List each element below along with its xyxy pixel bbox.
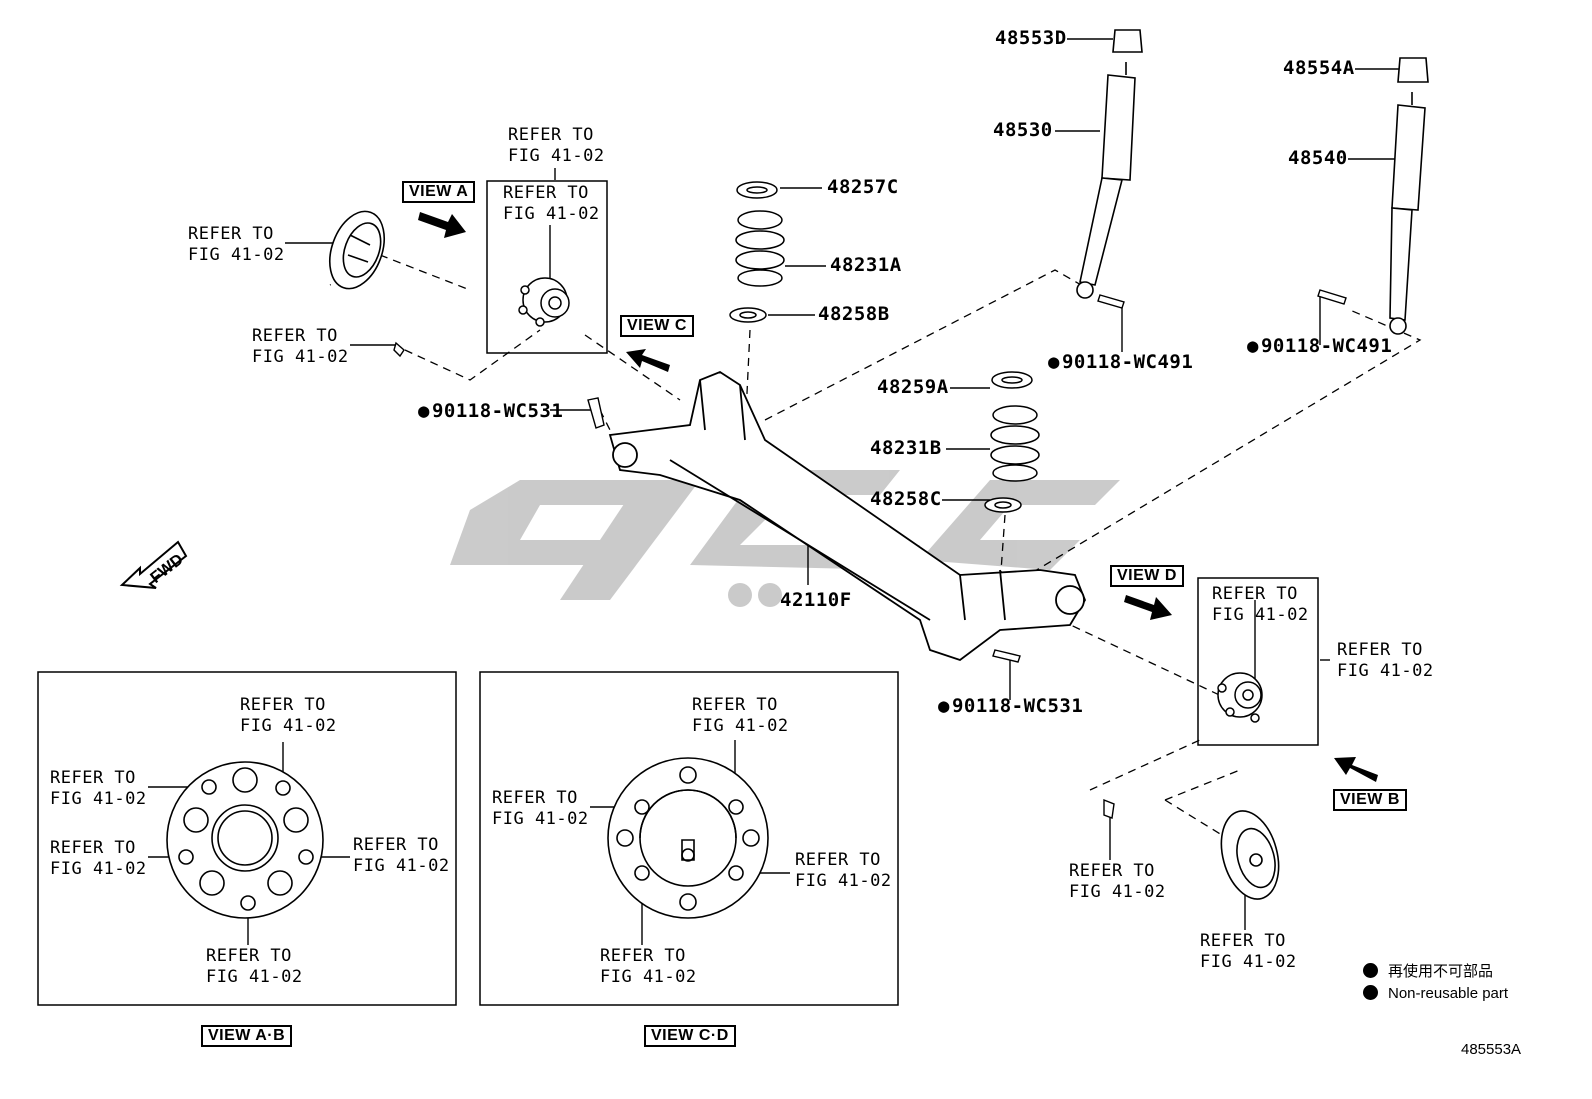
refer-to-fig-view-a-hub[interactable]: REFER TO FIG 41-02 — [503, 183, 600, 224]
brake-drum — [1220, 810, 1280, 900]
part-48553D[interactable]: 48553D — [995, 27, 1067, 49]
view-d-inset — [1197, 577, 1319, 746]
part-90118-WC491-right[interactable]: 90118-WC491 — [1247, 336, 1392, 357]
view-a-label: VIEW A — [402, 181, 476, 203]
backing-plate — [329, 210, 385, 290]
refer-to-fig-backing-plate[interactable]: REFER TO FIG 41-02 — [188, 224, 285, 265]
bullet-icon — [1363, 963, 1378, 978]
refer-to-fig-right-bolt[interactable]: REFER TO FIG 41-02 — [1069, 861, 1166, 902]
part-90118-WC491-left[interactable]: 90118-WC491 — [1048, 352, 1193, 373]
shock-absorber-left — [1076, 29, 1143, 299]
refer-to-fig-view-d-side[interactable]: REFER TO FIG 41-02 — [1337, 640, 1434, 681]
refer-to-fig-ab-left-upper[interactable]: REFER TO FIG 41-02 — [50, 768, 147, 809]
view-d-label: VIEW D — [1110, 565, 1184, 587]
legend-row-jp: 再使用不可部品 — [1363, 961, 1508, 983]
view-cd-frame — [479, 671, 899, 1006]
refer-to-fig-cd-left[interactable]: REFER TO FIG 41-02 — [492, 788, 589, 829]
part-48258C[interactable]: 48258C — [870, 488, 942, 510]
refer-to-fig-ab-top[interactable]: REFER TO FIG 41-02 — [240, 695, 337, 736]
part-48540[interactable]: 48540 — [1288, 147, 1348, 169]
refer-to-fig-view-a-top[interactable]: REFER TO FIG 41-02 — [508, 125, 605, 166]
hub-bearing-left — [518, 277, 570, 327]
refer-to-fig-cd-right[interactable]: REFER TO FIG 41-02 — [795, 850, 892, 891]
part-48231B[interactable]: 48231B — [870, 437, 942, 459]
diagram-code: 485553A — [1461, 1041, 1522, 1058]
refer-to-fig-left-bolt[interactable]: REFER TO FIG 41-02 — [252, 326, 349, 367]
rear-axle-beam — [608, 370, 1087, 662]
refer-to-fig-view-d-hub[interactable]: REFER TO FIG 41-02 — [1212, 584, 1309, 625]
fwd-arrow: FWD — [119, 540, 188, 589]
hub-face-ab — [166, 761, 324, 919]
dashed-leaders — [329, 254, 1422, 841]
view-b-label: VIEW B — [1333, 789, 1407, 811]
part-48259A[interactable]: 48259A — [877, 376, 949, 398]
bullet-icon — [1363, 985, 1378, 1000]
refer-to-fig-ab-right[interactable]: REFER TO FIG 41-02 — [353, 835, 450, 876]
hub-bearing-right — [1217, 672, 1263, 723]
refer-to-fig-ab-left-lower[interactable]: REFER TO FIG 41-02 — [50, 838, 147, 879]
part-48554A[interactable]: 48554A — [1283, 57, 1355, 79]
legend: 再使用不可部品 Non-reusable part — [1363, 961, 1508, 1005]
view-ab-label: VIEW A·B — [201, 1025, 293, 1047]
refer-to-fig-cd-top[interactable]: REFER TO FIG 41-02 — [692, 695, 789, 736]
refer-to-fig-ab-bottom[interactable]: REFER TO FIG 41-02 — [206, 946, 303, 987]
refer-to-fig-brake-drum[interactable]: REFER TO FIG 41-02 — [1200, 931, 1297, 972]
legend-row-en: Non-reusable part — [1363, 983, 1508, 1005]
part-42110F[interactable]: 42110F — [780, 589, 852, 611]
hub-face-cd — [607, 757, 769, 919]
legend-jp: 再使用不可部品 — [1388, 963, 1494, 980]
bolts — [393, 289, 1347, 819]
part-90118-WC531-upper[interactable]: 90118-WC531 — [418, 401, 563, 422]
part-90118-WC531-lower[interactable]: 90118-WC531 — [938, 696, 1083, 717]
view-ab-frame — [37, 671, 457, 1006]
part-48530[interactable]: 48530 — [993, 119, 1053, 141]
view-a-inset — [486, 180, 608, 354]
part-48257C[interactable]: 48257C — [827, 176, 899, 198]
springs-left — [729, 181, 785, 323]
legend-en: Non-reusable part — [1388, 985, 1509, 1002]
part-48231A[interactable]: 48231A — [830, 254, 902, 276]
view-c-label: VIEW C — [620, 315, 694, 337]
shock-absorber-right — [1389, 57, 1429, 335]
refer-to-fig-cd-bottom[interactable]: REFER TO FIG 41-02 — [600, 946, 697, 987]
view-cd-label: VIEW C·D — [644, 1025, 736, 1047]
springs-right — [984, 371, 1040, 513]
part-48258B[interactable]: 48258B — [818, 303, 890, 325]
direction-arrows — [418, 212, 1378, 782]
